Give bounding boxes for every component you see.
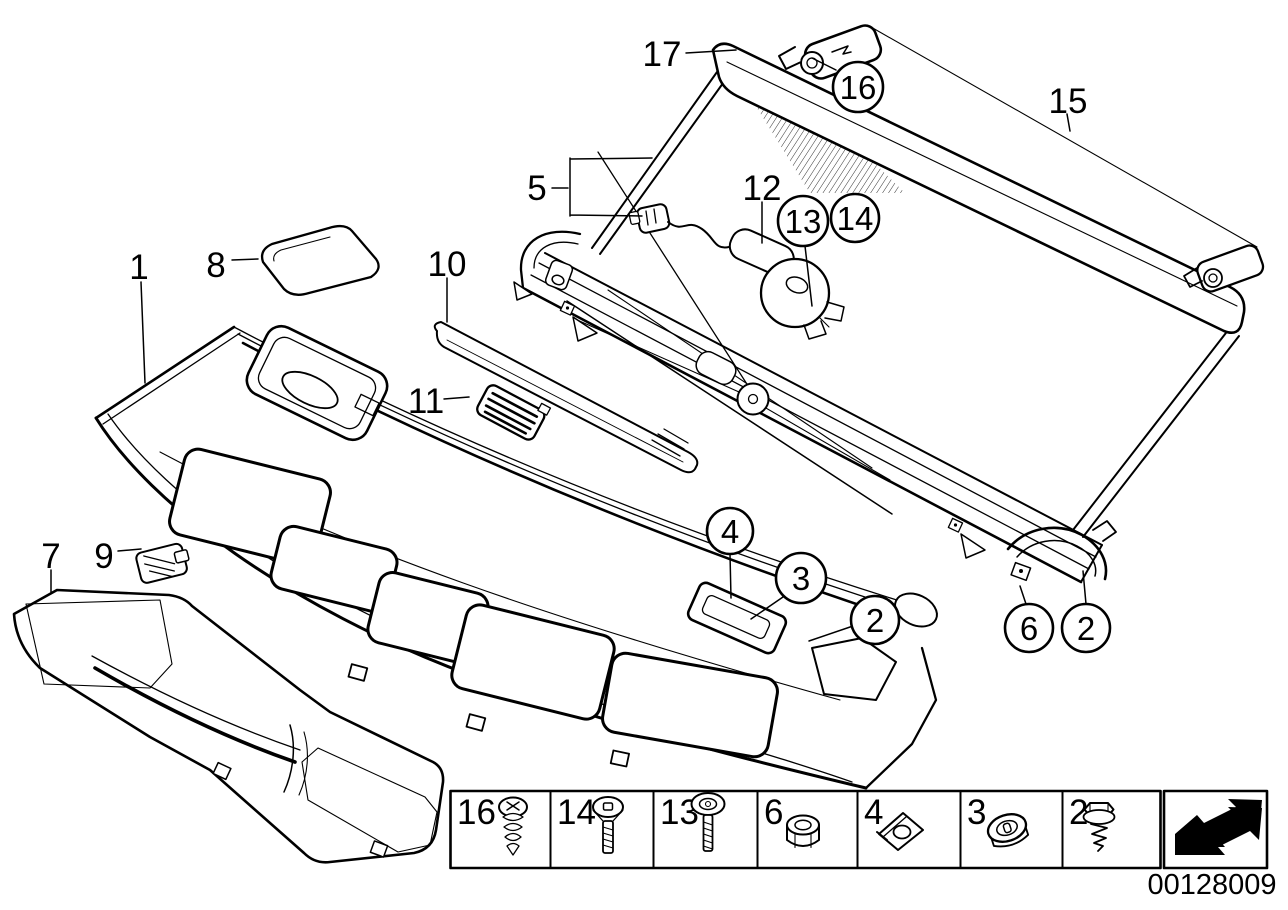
hex-nut-icon [786,814,820,849]
pan-head-screw-icon [498,796,528,856]
callout-leader-lines [50,49,1087,642]
callout-2-circled-right[interactable]: 2 [1060,602,1112,654]
callout-11[interactable]: 11 [408,382,444,421]
callout-8[interactable]: 8 [206,246,225,285]
center-speaker-recess-drawing [245,324,389,442]
blind-cassette-drawing [513,151,1117,584]
svg-text:16: 16 [840,69,877,106]
vent-grille-drawing [476,384,552,441]
svg-text:14: 14 [557,793,596,832]
drive-motor-drawing [628,203,845,340]
callout-13-circled[interactable]: 13 [776,194,830,248]
callout-5[interactable]: 5 [527,169,546,208]
svg-text:3: 3 [967,793,986,832]
blind-pull-strip-drawing [711,42,1246,334]
svg-text:6: 6 [1020,610,1038,647]
shelf-bracket-drawing [686,581,788,655]
callout-17[interactable]: 17 [643,35,682,74]
svg-text:13: 13 [785,203,822,240]
svg-text:14: 14 [837,200,874,237]
legend-cell-6[interactable]: 6 [764,793,820,849]
blind-clip-right-drawing [1183,244,1265,293]
svg-text:4: 4 [721,513,739,550]
fastener-legend: 16 14 13 [449,789,1162,870]
flange-head-screw-icon [690,792,726,852]
callout-14-circled[interactable]: 14 [829,192,881,244]
callout-7[interactable]: 7 [41,537,60,576]
parcel-shelf-drawing [94,324,938,790]
corner-bracket-drawing [1006,520,1117,582]
clip-nut-icon [876,812,924,851]
legend-cell-2[interactable]: 2 [1069,793,1116,852]
callout-9[interactable]: 9 [94,537,113,576]
hex-head-screw-icon [1082,802,1116,852]
legend-cell-14[interactable]: 14 [557,793,624,854]
svg-text:16: 16 [457,793,496,832]
cover-cap-drawing [260,224,380,296]
grommet-icon [986,813,1030,848]
callout-4-circled[interactable]: 4 [705,506,755,556]
callout-1[interactable]: 1 [129,248,148,287]
callout-10[interactable]: 10 [428,245,467,284]
svg-text:2: 2 [1069,793,1088,832]
callout-15[interactable]: 15 [1049,82,1088,121]
svg-text:4: 4 [864,793,883,832]
grille-cover-drawing [12,588,445,864]
svg-text:2: 2 [866,602,884,639]
callout-6-circled[interactable]: 6 [1003,602,1055,654]
callout-16-circled[interactable]: 16 [831,60,885,114]
legend-cell-13[interactable]: 13 [660,792,726,852]
svg-text:3: 3 [792,560,810,597]
callouts-plain: 1 5 7 8 9 10 11 12 15 17 [41,35,1087,576]
callout-2-circled-mid[interactable]: 2 [849,594,901,646]
countersunk-screw-icon [592,796,624,854]
continue-arrow-icon [1175,799,1262,855]
callouts-circled: 16 13 14 4 3 2 6 2 [705,60,1112,654]
legend-cell-3[interactable]: 3 [967,793,1031,851]
legend-cell-4[interactable]: 4 [864,793,924,851]
clip-drawing [135,542,190,584]
svg-text:6: 6 [764,793,783,832]
callout-12[interactable]: 12 [743,169,782,208]
trim-strip-drawing [433,321,699,474]
callout-3-circled[interactable]: 3 [774,551,828,605]
svg-text:2: 2 [1077,610,1095,647]
legend-cell-16[interactable]: 16 [457,793,528,856]
drawing-number: 00128009 [1147,869,1276,901]
arrow-box[interactable] [1162,789,1269,870]
sun-blind-drawing [591,24,1265,538]
